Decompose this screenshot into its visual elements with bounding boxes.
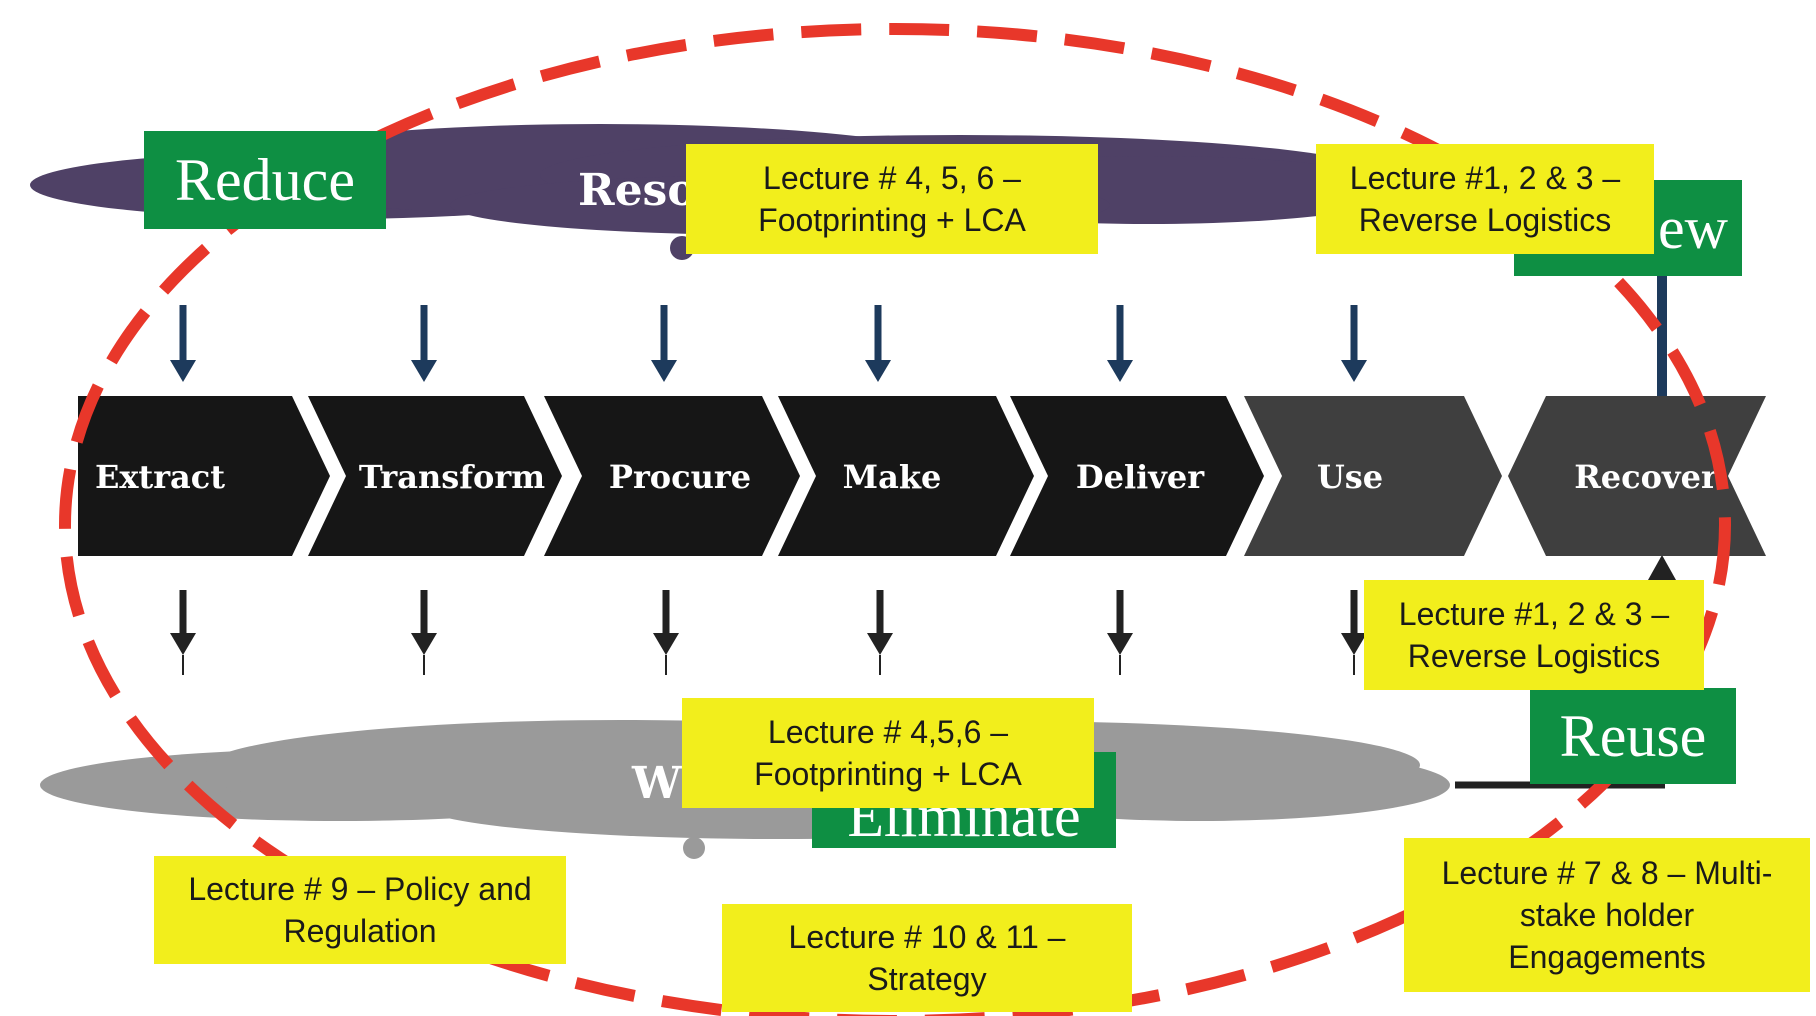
renew-text: ew bbox=[1658, 194, 1728, 261]
chevron-label-use: Use bbox=[1317, 458, 1383, 496]
recover-up-arrowhead bbox=[1648, 555, 1676, 580]
lecture-stakeholder-engagements: Lecture # 7 & 8 – Multi- stake holder En… bbox=[1404, 838, 1810, 992]
chevron-deliver bbox=[1010, 396, 1264, 556]
lecture-strategy-text: Lecture # 10 & 11 – Strategy bbox=[788, 919, 1066, 997]
chevron-label-transform: Transform bbox=[359, 458, 545, 496]
output-arrow-2-head bbox=[411, 633, 437, 655]
chevron-recover bbox=[1508, 396, 1766, 556]
input-arrow-5-head bbox=[1107, 360, 1133, 382]
lecture-reverse-logistics-top: Lecture #1, 2 & 3 – Reverse Logistics bbox=[1316, 144, 1654, 254]
lecture-strategy: Lecture # 10 & 11 – Strategy bbox=[722, 904, 1132, 1012]
chevron-extract bbox=[78, 396, 330, 556]
chevron-label-recover: Recover bbox=[1574, 458, 1719, 496]
lecture-policy-regulation-text: Lecture # 9 – Policy and Regulation bbox=[188, 871, 532, 949]
reduce-label: Reduce bbox=[144, 131, 386, 229]
input-arrow-4-head bbox=[865, 360, 891, 382]
reuse-label: Reuse bbox=[1530, 688, 1736, 784]
lecture-reverse-logistics-mid: Lecture #1, 2 & 3 – Reverse Logistics bbox=[1364, 580, 1704, 690]
chevron-procure bbox=[544, 396, 800, 556]
output-arrow-5-head bbox=[1107, 633, 1133, 655]
lecture-footprinting-top-text: Lecture # 4, 5, 6 – Footprinting + LCA bbox=[758, 160, 1026, 238]
lecture-footprinting-top: Lecture # 4, 5, 6 – Footprinting + LCA bbox=[686, 144, 1098, 254]
lecture-footprinting-bottom-text: Lecture # 4,5,6 – Footprinting + LCA bbox=[754, 714, 1022, 792]
input-arrow-2-head bbox=[411, 360, 437, 382]
chevron-transform bbox=[308, 396, 562, 556]
lecture-policy-regulation: Lecture # 9 – Policy and Regulation bbox=[154, 856, 566, 964]
lecture-reverse-logistics-top-text: Lecture #1, 2 & 3 – Reverse Logistics bbox=[1349, 160, 1621, 238]
stage-arrows bbox=[170, 305, 1367, 675]
reduce-text: Reduce bbox=[175, 146, 355, 213]
lecture-reverse-logistics-mid-text: Lecture #1, 2 & 3 – Reverse Logistics bbox=[1398, 596, 1670, 674]
chevron-label-deliver: Deliver bbox=[1076, 458, 1205, 496]
chevron-label-make: Make bbox=[843, 458, 942, 496]
reuse-text: Reuse bbox=[1559, 702, 1707, 769]
circular-loop-dashed bbox=[59, 23, 1731, 1016]
output-arrow-6-head bbox=[1341, 633, 1367, 655]
input-arrow-6-head bbox=[1341, 360, 1367, 382]
chevron-make bbox=[778, 396, 1034, 556]
waste-cloud-label: W bbox=[632, 758, 682, 809]
lecture-footprinting-bottom: Lecture # 4,5,6 – Footprinting + LCA bbox=[682, 698, 1094, 808]
stage-chevrons: Extract Transform Procure Make Deliver Use Rec… bbox=[78, 396, 1766, 556]
resource-cloud-label: Reso bbox=[578, 165, 697, 216]
lecture-stakeholder-text: Lecture # 7 & 8 – Multi- stake holder En… bbox=[1441, 855, 1773, 975]
chevron-label-extract: Extract bbox=[95, 458, 225, 496]
chevron-label-procure: Procure bbox=[609, 458, 751, 496]
input-arrow-3-head bbox=[651, 360, 677, 382]
output-arrow-4-head bbox=[867, 633, 893, 655]
chevron-use bbox=[1244, 396, 1502, 556]
output-arrow-1-head bbox=[170, 633, 196, 655]
output-arrow-3-head bbox=[653, 633, 679, 655]
input-arrow-1-head bbox=[170, 360, 196, 382]
